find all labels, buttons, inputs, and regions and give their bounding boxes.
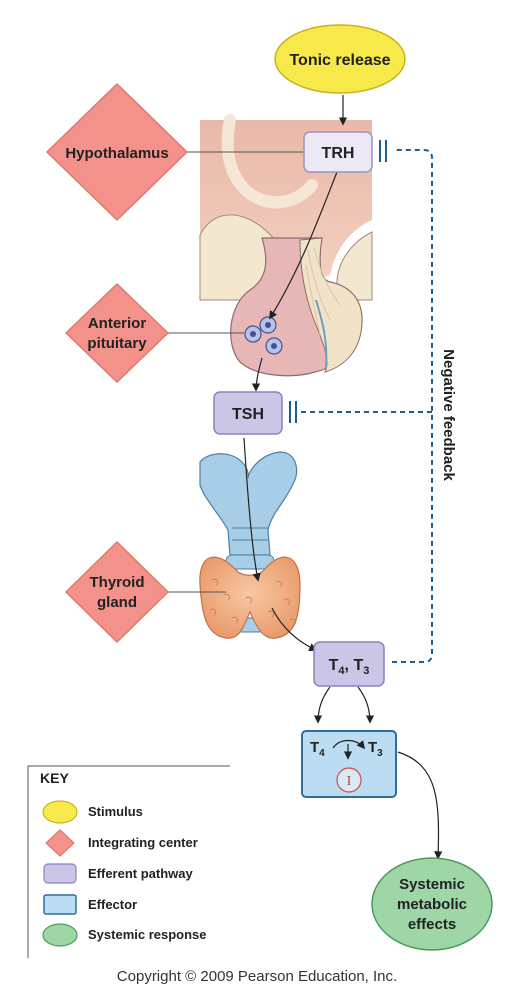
thyroid-gland-label-line1: Thyroid: [90, 574, 145, 591]
hypothalamus-label: Hypothalamus: [65, 145, 168, 162]
key-efferent-swatch: [43, 863, 77, 884]
effector-t4-label: T4: [310, 739, 325, 759]
key-item-label: Effector: [88, 897, 138, 912]
pituitary-illustration: [230, 237, 363, 377]
effector-t3-label: T3: [368, 739, 383, 759]
key-title: KEY: [40, 770, 69, 786]
trh-label: TRH: [322, 145, 355, 162]
negative-feedback-line: [289, 140, 433, 663]
systemic-response-ellipse: [371, 857, 493, 951]
iodine-label: I: [347, 774, 352, 789]
t4-t3-label: T4, T3: [329, 657, 370, 677]
negative-feedback-label: Negative feedback: [440, 349, 457, 481]
key-item-label: Systemic response: [88, 927, 207, 942]
thyroid-illustration: [199, 556, 301, 639]
t4-t3-box: [313, 641, 385, 687]
stimulus-ellipse: [274, 24, 406, 94]
key-item-label: Stimulus: [88, 804, 143, 819]
key-response-swatch: [42, 923, 78, 947]
key-stimulus-swatch: [42, 800, 78, 824]
stimulus-label: Tonic release: [289, 52, 390, 69]
tsh-box: [213, 391, 283, 435]
thyroid-gland-diamond: [65, 541, 169, 643]
key-integrating-swatch: [45, 829, 75, 857]
copyright-notice: Copyright © 2009 Pearson Education, Inc.: [116, 968, 398, 985]
systemic-response-line2: metabolic: [397, 896, 467, 913]
key-effector-swatch: [43, 894, 77, 915]
pathway-arrows: [243, 95, 443, 860]
systemic-response-line1: Systemic: [399, 876, 465, 893]
anterior-pituitary-label-line2: pituitary: [87, 335, 147, 352]
trh-box: [303, 131, 373, 173]
iodine-circle: [336, 767, 362, 793]
anterior-pituitary-label-line1: Anterior: [88, 315, 147, 332]
key-item-label: Efferent pathway: [88, 866, 193, 881]
hypothalamus-diamond: [46, 83, 188, 221]
systemic-response-line3: effects: [408, 916, 456, 933]
key-item-label: Integrating center: [88, 835, 198, 850]
conversion-arrow: [332, 739, 366, 750]
effector-box: [301, 730, 397, 798]
thyroid-gland-label-line2: gland: [97, 594, 137, 611]
tsh-label: TSH: [232, 406, 264, 423]
anterior-pituitary-diamond: [65, 283, 169, 383]
